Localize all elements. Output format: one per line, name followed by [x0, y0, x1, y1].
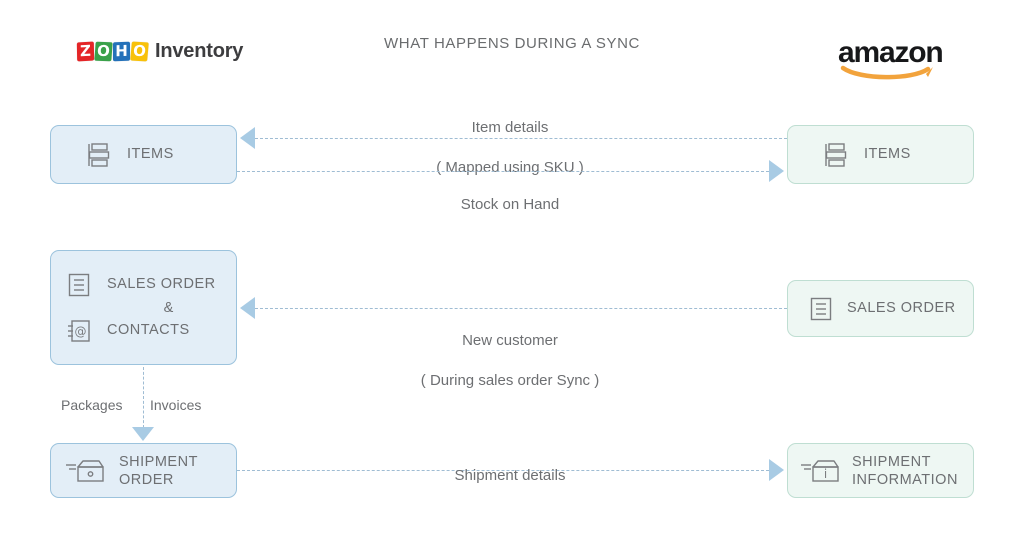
connector-new-customer-label: New customer ( During sales order Sync ): [350, 311, 670, 411]
connector-packages-label: Packages: [61, 397, 123, 413]
svg-text:@: @: [75, 324, 87, 338]
amazon-wordmark: amazon: [838, 36, 944, 69]
node-sales-order-amazon-label: SALES ORDER: [847, 300, 956, 316]
shipment-box-icon: [65, 456, 105, 486]
connector-item-details-line1: Item details: [471, 119, 549, 136]
page-title: WHAT HAPPENS DURING A SYNC: [384, 35, 640, 52]
connector-item-details-arrowhead: [240, 127, 255, 149]
connector-shipment-details-arrowhead: [769, 459, 784, 481]
node-shipment-order-line1: SHIPMENT: [119, 453, 198, 470]
sales-order-icon: [51, 272, 107, 298]
connector-stock-on-hand-label: Stock on Hand: [350, 175, 670, 235]
node-items-zoho-label: ITEMS: [127, 146, 174, 162]
node-items-amazon-label: ITEMS: [864, 146, 911, 162]
amazon-logo: amazon: [838, 36, 944, 80]
sales-order-icon: [809, 296, 833, 322]
node-sales-order-label: SALES ORDER: [107, 276, 216, 292]
connector-stock-on-hand-line1: Stock on Hand: [460, 196, 560, 213]
node-contacts-label: CONTACTS: [107, 322, 190, 338]
connector-internal-flow-arrowhead: [132, 427, 154, 441]
items-icon: [824, 142, 848, 168]
node-items-amazon[interactable]: ITEMS: [787, 125, 974, 184]
connector-new-customer-arrowhead: [240, 297, 255, 319]
node-shipment-order-label: SHIPMENT ORDER: [119, 453, 198, 489]
connector-shipment-details-label: Shipment details: [350, 446, 670, 506]
amazon-smile-icon: [838, 65, 938, 80]
connector-item-details-line: [255, 138, 787, 139]
zoho-product-name: Inventory: [155, 40, 244, 62]
node-shipment-order-line2: ORDER: [119, 471, 174, 488]
connector-new-customer-line2: ( During sales order Sync ): [420, 372, 600, 389]
shipment-info-icon: i: [800, 456, 840, 486]
node-items-zoho[interactable]: ITEMS: [50, 125, 237, 184]
zoho-inventory-logo: Z O H O Inventory: [76, 40, 244, 63]
node-sales-order-row: SALES ORDER: [51, 272, 236, 298]
contacts-icon: @: [51, 318, 107, 344]
connector-stock-on-hand-arrowhead: [769, 160, 784, 182]
connector-internal-flow-line: [143, 367, 144, 428]
items-icon: [87, 142, 111, 168]
connector-new-customer-line1: New customer: [462, 332, 558, 349]
connector-shipment-details-line: [237, 470, 769, 471]
node-shipment-information-amazon[interactable]: i SHIPMENT INFORMATION: [787, 443, 974, 498]
node-shipment-order-zoho[interactable]: SHIPMENT ORDER: [50, 443, 237, 498]
connector-shipment-details-line1: Shipment details: [454, 467, 566, 484]
svg-text:i: i: [824, 467, 827, 481]
connector-invoices-label: Invoices: [150, 397, 202, 413]
node-shipment-information-label: SHIPMENT INFORMATION: [852, 453, 958, 489]
connector-stock-on-hand-line: [237, 171, 769, 172]
node-sales-order-amazon[interactable]: SALES ORDER: [787, 280, 974, 337]
node-sales-order-contacts-zoho[interactable]: SALES ORDER & @ CONTACTS: [50, 250, 237, 365]
node-contacts-row: @ CONTACTS: [51, 318, 236, 344]
node-shipment-information-line1: SHIPMENT: [852, 453, 931, 470]
node-ampersand: &: [163, 299, 174, 316]
node-shipment-information-line2: INFORMATION: [852, 471, 958, 488]
connector-new-customer-line: [255, 308, 787, 309]
